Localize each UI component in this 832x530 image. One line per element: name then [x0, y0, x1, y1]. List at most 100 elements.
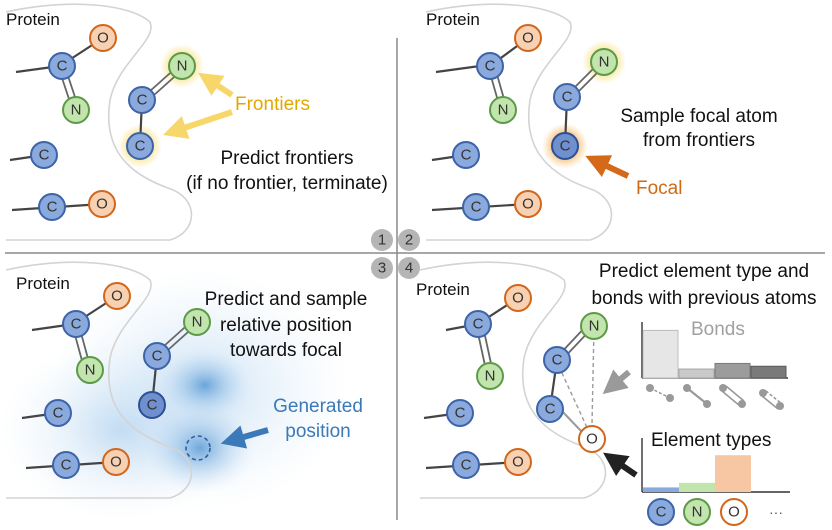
svg-text:C: C [61, 457, 72, 474]
panel-3-caption-line3: towards focal [230, 340, 342, 361]
panel-2-caption-line2: from frontiers [643, 130, 755, 151]
svg-text:O: O [96, 196, 108, 213]
svg-text:O: O [110, 454, 122, 471]
svg-text:C: C [152, 348, 163, 365]
panel-4-caption-line1: Predict element type and [599, 261, 809, 282]
oxygen-atom: O [504, 448, 532, 476]
carbon-atom: C [476, 52, 504, 80]
position-density [160, 350, 250, 420]
svg-text:C: C [47, 199, 58, 216]
bonds-bars [642, 329, 787, 379]
frontiers-label: Frontiers [235, 94, 310, 115]
element-bar [643, 487, 679, 492]
nitrogen-atom: N [683, 498, 711, 526]
oxygen-atom: O [89, 24, 117, 52]
single-bond-icon [683, 384, 711, 408]
svg-text:O: O [512, 454, 524, 471]
svg-text:N: N [599, 54, 610, 71]
generated-position-marker [185, 435, 211, 461]
carbon-atom: C [30, 141, 58, 169]
panel-3-caption-line2: relative position [220, 315, 352, 336]
oxygen-atom: O [514, 24, 542, 52]
focal-carbon-atom: C [138, 391, 166, 419]
svg-text:C: C [147, 397, 158, 414]
carbon-atom: C [52, 451, 80, 479]
panel-4-caption-line2: bonds with previous atoms [592, 288, 817, 309]
element-bars [643, 455, 751, 492]
svg-text:3: 3 [378, 260, 386, 277]
svg-text:C: C [656, 504, 667, 521]
carbon-atom: C [38, 193, 66, 221]
bond-bar [642, 329, 679, 379]
bond-bar [750, 365, 787, 379]
oxygen-atom: O [103, 282, 131, 310]
bond-bar [678, 368, 715, 379]
panel-predict-element-bonds: Protein O C N C C O N C C O Predict elem… [416, 261, 817, 526]
svg-text:C: C [461, 147, 472, 164]
carbon-atom: C [126, 132, 154, 160]
carbon-atom: C [647, 498, 675, 526]
panel-sample-focal: Protein O C N C C O N C C Sample focal a… [425, 3, 778, 241]
element-arrow [603, 452, 638, 478]
svg-text:N: N [498, 102, 509, 119]
ellipsis: ··· [769, 504, 783, 520]
carbon-atom: C [128, 86, 156, 114]
panel-2-caption-line1: Sample focal atom [620, 106, 777, 127]
svg-text:N: N [692, 504, 703, 521]
oxygen-atom: O [102, 448, 130, 476]
step-badge-4: 4 [398, 257, 420, 279]
carbon-atom: C [48, 52, 76, 80]
frontier-arrow [162, 109, 233, 139]
svg-text:2: 2 [405, 232, 413, 249]
panel-3-caption-line1: Predict and sample [205, 289, 368, 310]
svg-text:O: O [97, 30, 109, 47]
panel-sample-position: Protein O C N C C O N C C Predict and sa… [0, 261, 368, 520]
svg-text:C: C [137, 92, 148, 109]
nitrogen-atom: N [168, 52, 196, 80]
svg-text:C: C [135, 138, 146, 155]
svg-text:N: N [485, 368, 496, 385]
bonds-arrow [602, 369, 631, 395]
carbon-atom: C [536, 395, 564, 423]
protein-label: Protein [6, 10, 60, 29]
svg-text:C: C [473, 316, 484, 333]
element-bar [679, 482, 715, 492]
nitrogen-atom: N [489, 96, 517, 124]
carbon-atom: C [44, 399, 72, 427]
position-density [145, 403, 255, 493]
bond-bar [714, 362, 751, 379]
nitrogen-atom: N [183, 308, 211, 336]
svg-text:N: N [85, 362, 96, 379]
carbon-atom: C [446, 399, 474, 427]
oxygen-atom: O [504, 284, 532, 312]
svg-text:C: C [562, 89, 573, 106]
focal-arrow [585, 155, 630, 179]
focal-carbon-atom: C [551, 132, 579, 160]
svg-text:C: C [485, 58, 496, 75]
svg-text:C: C [57, 58, 68, 75]
panel-1-caption-line2: (if no frontier, terminate) [186, 173, 388, 194]
protein-label: Protein [426, 10, 480, 29]
svg-text:4: 4 [405, 260, 413, 277]
svg-text:C: C [545, 401, 556, 418]
svg-text:C: C [471, 199, 482, 216]
generated-position-arrow [220, 425, 269, 449]
svg-text:C: C [552, 352, 563, 369]
svg-text:N: N [71, 102, 82, 119]
svg-text:O: O [728, 504, 740, 521]
carbon-atom: C [543, 346, 571, 374]
svg-text:C: C [455, 405, 466, 422]
carbon-atom: C [462, 193, 490, 221]
step-badge-2: 2 [398, 229, 420, 251]
element-bar [715, 455, 751, 492]
panel-predict-frontiers: Protein O C N C C O N C C Frontiers Pred… [5, 3, 388, 241]
svg-text:O: O [512, 290, 524, 307]
protein-label: Protein [416, 280, 470, 299]
nitrogen-atom: N [580, 312, 608, 340]
new-atom: O [578, 425, 606, 453]
svg-text:N: N [192, 314, 203, 331]
svg-text:N: N [177, 58, 188, 75]
nitrogen-atom: N [590, 48, 618, 76]
generated-position-label-line1: Generated [273, 396, 363, 417]
